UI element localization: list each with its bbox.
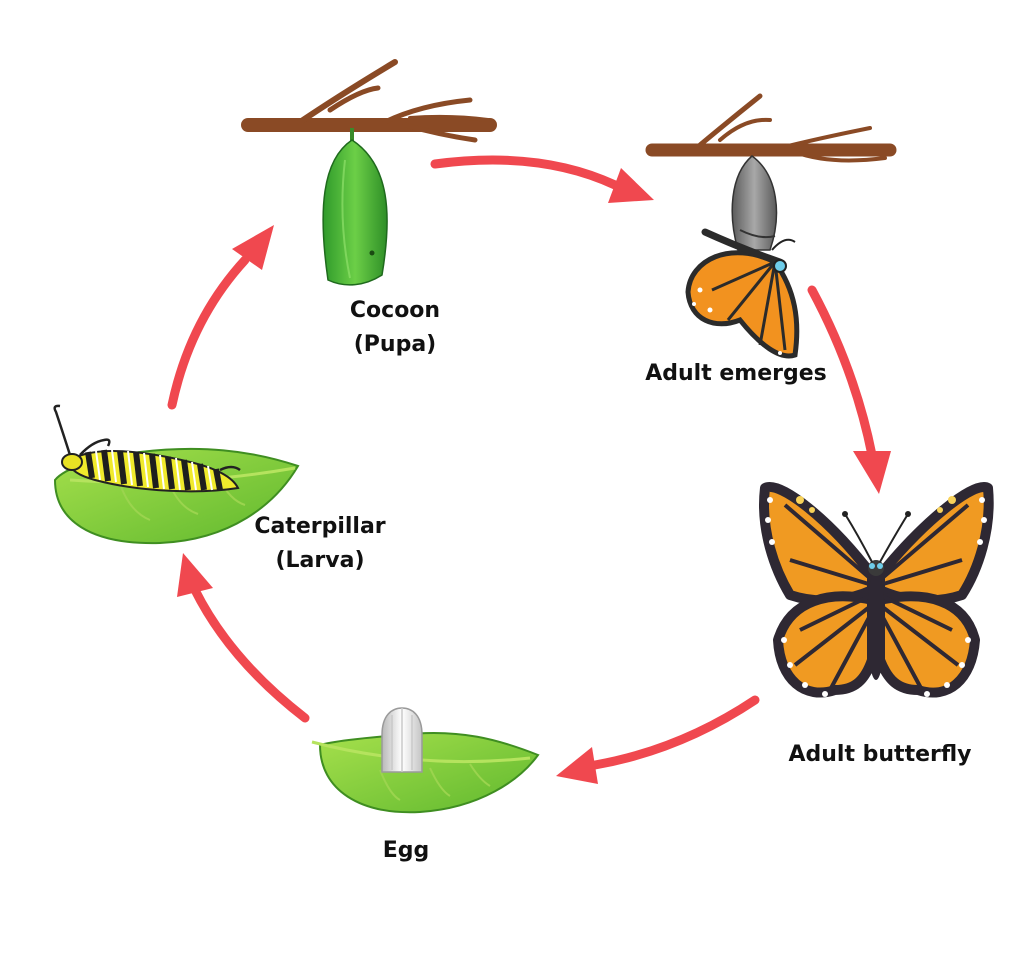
branch [645, 93, 897, 163]
pupa [322, 139, 388, 286]
cocoon-illustration [241, 59, 497, 286]
arrow-butterfly-to-egg [556, 695, 760, 784]
caterpillar-illustration [53, 404, 300, 545]
egg-illustration [311, 707, 540, 814]
label-cocoon-line2: (Pupa) [353, 332, 437, 357]
arrow-egg-to-caterpillar [177, 553, 310, 723]
adult-butterfly-illustration [759, 482, 994, 698]
caterpillar [53, 404, 241, 493]
label-caterpillar-larva: Caterpillar (Larva) [240, 510, 400, 578]
label-emerges-line1: Adult emerges [645, 361, 827, 386]
label-adult-emerges: Adult emerges [616, 357, 856, 391]
butterfly-left-wings [759, 482, 877, 698]
branch [241, 59, 497, 143]
label-caterpillar-line2: (Larva) [275, 548, 365, 573]
arrow-cocoon-to-emerges [430, 155, 654, 203]
adult-emerges-illustration [645, 93, 897, 359]
label-egg: Egg [356, 834, 456, 868]
label-cocoon-line1: Cocoon [349, 298, 441, 323]
label-butterfly-line1: Adult butterfly [788, 742, 972, 767]
butterfly-body [867, 570, 885, 680]
arrow-caterpillar-to-cocoon [167, 225, 274, 410]
label-adult-butterfly: Adult butterfly [760, 738, 1000, 772]
butterfly-wing-spots [765, 496, 987, 697]
butterfly-right-wings [875, 482, 994, 698]
label-cocoon-pupa: Cocoon (Pupa) [325, 294, 465, 362]
arrow-emerges-to-butterfly [807, 285, 891, 494]
label-caterpillar-line1: Caterpillar [254, 514, 386, 539]
label-egg-line1: Egg [382, 838, 430, 863]
leaf [318, 732, 540, 814]
